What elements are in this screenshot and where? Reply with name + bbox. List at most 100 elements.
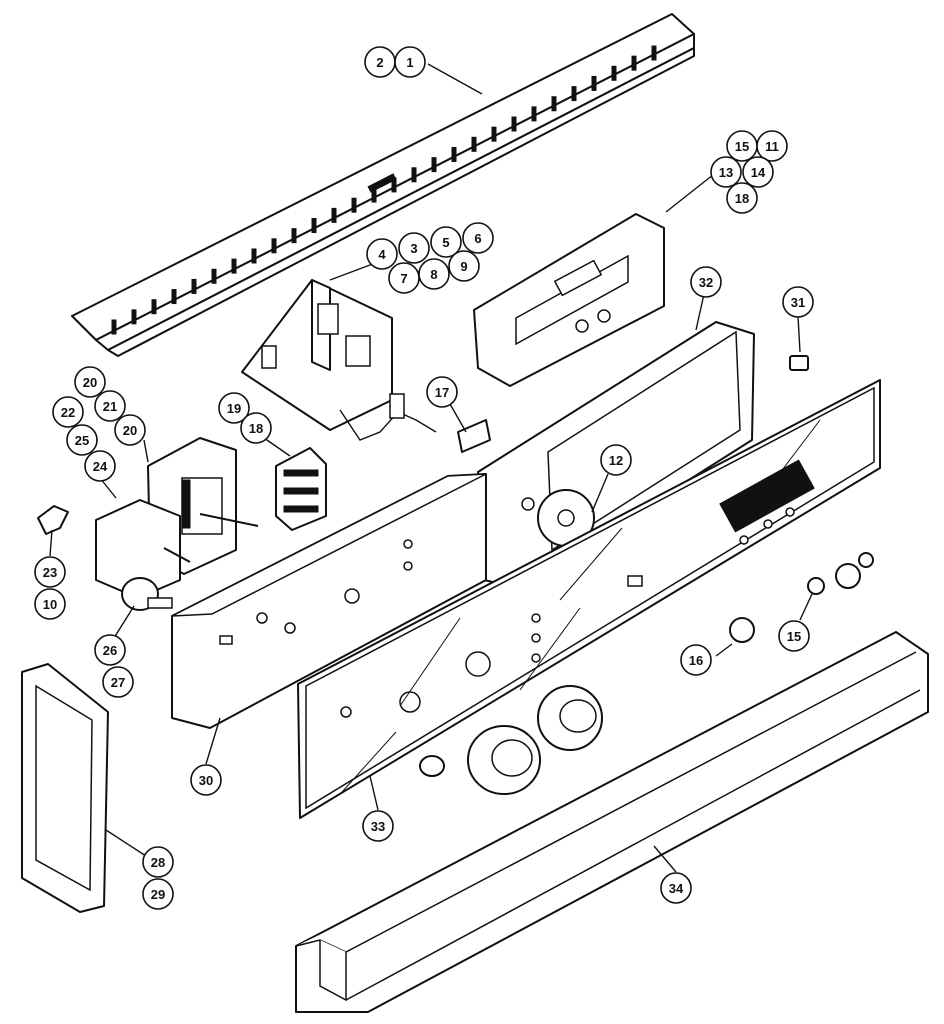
bottom-channel [295, 631, 929, 1013]
pulley-wheel [537, 489, 595, 547]
callout-number: 24 [93, 459, 108, 474]
callout-c-20b: 20 [114, 414, 146, 446]
callout-number: 22 [61, 405, 75, 420]
callout-number: 30 [199, 773, 213, 788]
rail-slot [531, 106, 537, 122]
top-slotted-rail [71, 13, 695, 357]
callout-number: 14 [751, 165, 766, 180]
rail-slot [291, 228, 297, 244]
front-glass-panel [297, 379, 881, 819]
clip-10-23 [37, 505, 69, 535]
rail-slot [151, 299, 157, 315]
callout-c-31: 31 [782, 286, 814, 318]
callout-c-7: 7 [388, 262, 420, 294]
rail-slot [571, 86, 577, 102]
callout-number: 15 [735, 139, 749, 154]
callout-number: 20 [123, 423, 137, 438]
callout-c-16: 16 [680, 644, 712, 676]
callout-number: 32 [699, 275, 713, 290]
callout-c-18a: 18 [726, 182, 758, 214]
rail-slot [171, 289, 177, 305]
rail-slot [331, 207, 337, 223]
callout-number: 15 [787, 629, 801, 644]
callout-c-11: 11 [756, 130, 788, 162]
rail-slot [191, 278, 197, 294]
callout-number: 20 [83, 375, 97, 390]
rail-slot [491, 126, 497, 142]
callout-circle [84, 450, 116, 482]
callout-c-26: 26 [94, 634, 126, 666]
rail-slot [311, 218, 317, 234]
rail-slot [471, 136, 477, 152]
small-clip [789, 355, 809, 371]
terminal-block [275, 447, 327, 531]
callout-circle [726, 182, 758, 214]
callout-c-8: 8 [418, 258, 450, 290]
callout-circle [218, 392, 250, 424]
knob-right-small [858, 552, 874, 568]
callout-circle [74, 366, 106, 398]
small-knob-front [419, 755, 445, 777]
callout-number: 1 [406, 55, 413, 70]
callout-c-20a: 20 [74, 366, 106, 398]
callout-number: 3 [410, 241, 417, 256]
knob-16 [729, 617, 755, 643]
rail-slot [591, 75, 597, 91]
callout-circle [190, 764, 222, 796]
callout-c-22: 22 [52, 396, 84, 428]
rail-slot [611, 65, 617, 81]
callout-circle [710, 156, 742, 188]
callout-circle [462, 222, 494, 254]
callout-c-19: 19 [218, 392, 250, 424]
callout-number: 23 [43, 565, 57, 580]
callout-c-28: 28 [142, 846, 174, 878]
rail-slot [651, 45, 657, 61]
callout-circle [782, 286, 814, 318]
leader-lines [49, 63, 813, 873]
callout-circle [102, 666, 134, 698]
callout-circle [142, 878, 174, 910]
callout-c-34: 34 [660, 872, 692, 904]
callout-number: 29 [151, 887, 165, 902]
callout-number: 34 [669, 881, 684, 896]
rail-slot [111, 319, 117, 335]
callout-c-12: 12 [600, 444, 632, 476]
callout-number: 16 [689, 653, 703, 668]
rail-slot [551, 96, 557, 112]
callout-c-10: 10 [34, 588, 66, 620]
callout-c-3: 3 [398, 232, 430, 264]
callout-number: 18 [735, 191, 749, 206]
callout-circle [362, 810, 394, 842]
timer-module [473, 213, 665, 387]
callout-circle [426, 376, 458, 408]
callout-number: 31 [791, 295, 805, 310]
callout-circle [66, 424, 98, 456]
control-board [241, 279, 437, 441]
callout-number: 2 [376, 55, 383, 70]
callout-c-4: 4 [366, 238, 398, 270]
rail-slot [451, 146, 457, 162]
callout-number: 26 [103, 643, 117, 658]
callout-c-2: 2 [364, 46, 396, 78]
callout-c-13: 13 [710, 156, 742, 188]
callout-number: 18 [249, 421, 263, 436]
callout-circle [34, 556, 66, 588]
rail-slot [351, 197, 357, 213]
callout-circle [742, 156, 774, 188]
callout-circle [52, 396, 84, 428]
callout-circle [394, 46, 426, 78]
rail-slot [271, 238, 277, 254]
callout-c-14: 14 [742, 156, 774, 188]
callout-number: 17 [435, 385, 449, 400]
knob-shaft [121, 577, 173, 611]
callout-number: 13 [719, 165, 733, 180]
rail-slot [131, 309, 137, 325]
large-knob-right [537, 685, 603, 751]
bracket-17 [457, 419, 491, 453]
callout-circle [778, 620, 810, 652]
callout-circle [142, 846, 174, 878]
callout-circle [756, 130, 788, 162]
callout-c-21: 21 [94, 390, 126, 422]
callout-circle [240, 412, 272, 444]
